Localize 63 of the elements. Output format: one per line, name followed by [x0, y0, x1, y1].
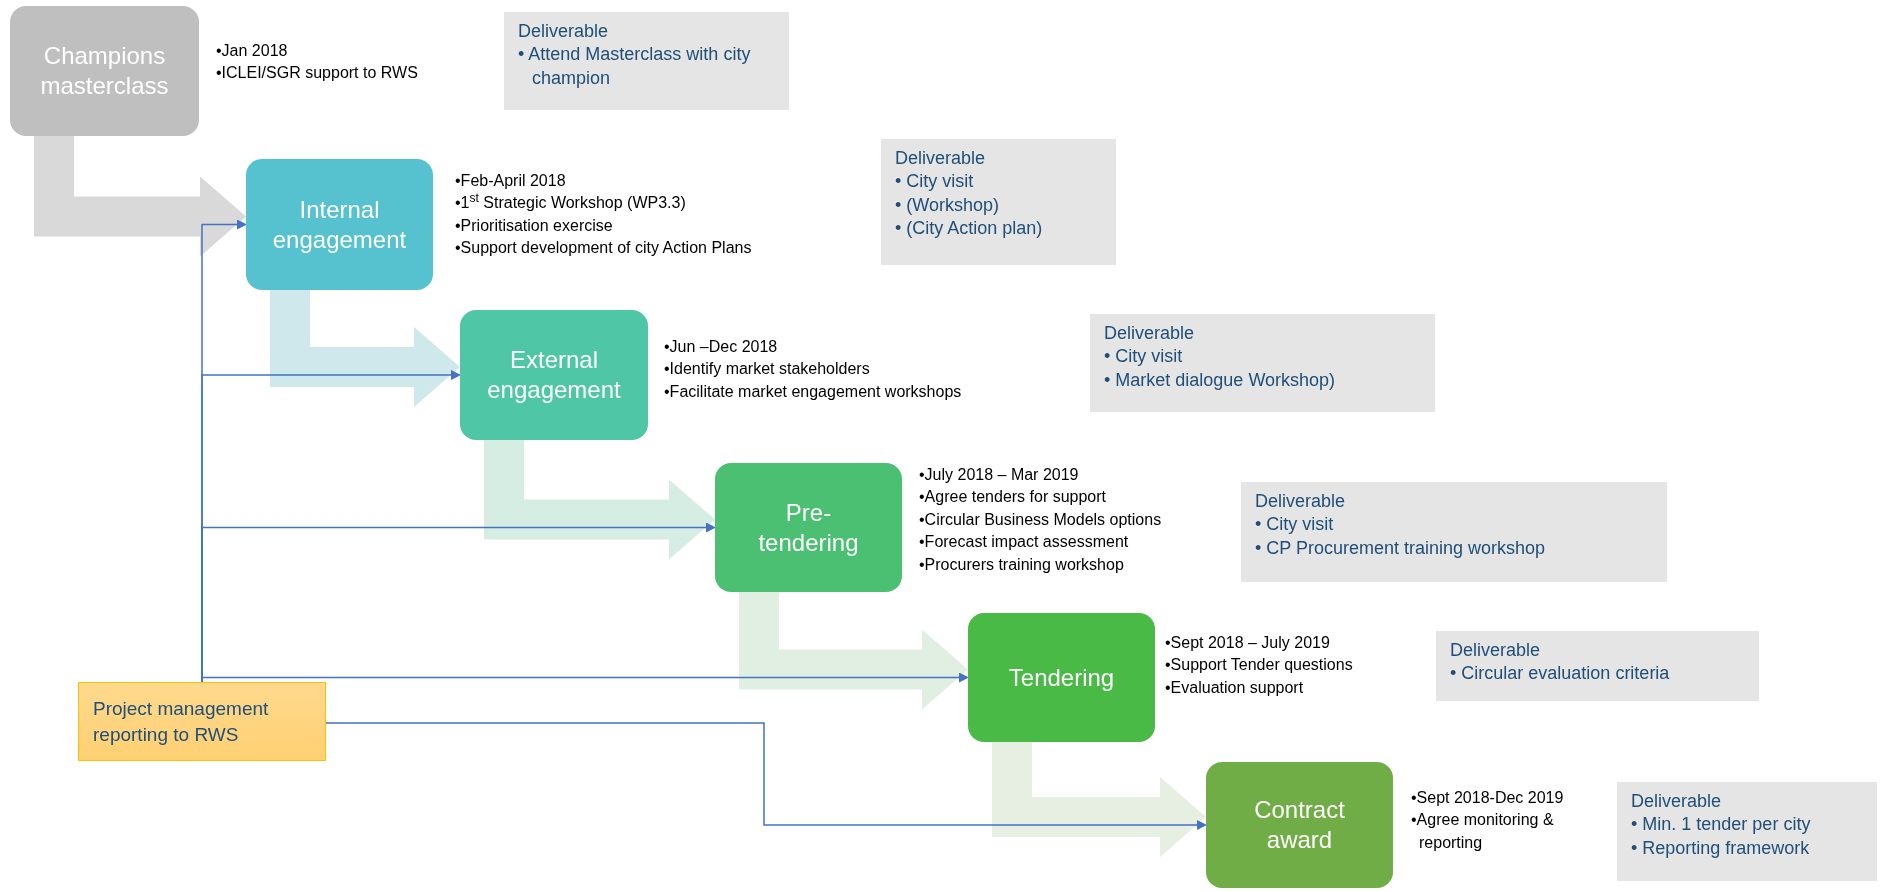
deliverable-box — [1241, 482, 1667, 582]
bullet-text: •Sept 2018-Dec 2019 — [1411, 788, 1565, 808]
bullet-text: •Circular Business Models options — [919, 509, 1163, 530]
stage-title: Pre- tendering — [757, 497, 860, 558]
stage-box — [460, 310, 648, 440]
stage-box — [10, 6, 199, 136]
flow-arrow — [739, 592, 968, 710]
stage-box — [715, 463, 902, 592]
bullet-text: •Identify market stakeholders — [664, 359, 871, 380]
bullet-text: •Agree tenders for support — [919, 487, 1108, 508]
stage-title: External engagement — [486, 345, 622, 405]
bullet-text: •Feb-April 2018 — [455, 171, 567, 191]
bullet-text: •Support Tender questions — [1165, 655, 1354, 676]
deliverable-item: • CP Procurement training workshop — [1255, 536, 1547, 560]
flow-arrow — [992, 742, 1206, 857]
deliverable-item: • Attend Masterclass with city champion — [518, 43, 752, 90]
note-text: Project management reporting to RWS — [93, 696, 270, 747]
deliverable-heading: Deliverable — [1450, 639, 1542, 662]
bullet-text: •Jan 2018 — [216, 41, 289, 61]
deliverable-heading: Deliverable — [518, 20, 610, 43]
bullet-text: •Agree monitoring & reporting — [1411, 810, 1555, 853]
flow-arrow — [270, 290, 460, 407]
deliverable-box — [1436, 631, 1759, 701]
bullet-text: •July 2018 – Mar 2019 — [919, 465, 1080, 485]
deliverable-item: • Market dialogue Workshop) — [1104, 368, 1337, 392]
stage-title: Internal engagement — [271, 194, 408, 255]
stage-title: Champions masterclass — [39, 41, 170, 101]
flow-arrow — [484, 440, 715, 560]
stage-box — [968, 613, 1155, 742]
deliverable-box — [1617, 782, 1877, 881]
bullet-text: •1$^{st}$ Strategic Workshop (WP3.3) — [455, 192, 687, 214]
bullet-text: •Procurers training workshop — [919, 554, 1125, 575]
deliverable-item: • Reporting framework — [1631, 836, 1811, 860]
bullet-text: •Facilitate market engagement workshops — [664, 381, 963, 402]
connector-arrow — [201, 672, 969, 683]
deliverable-item: • City visit — [895, 170, 975, 194]
note-box — [78, 682, 326, 761]
bullet-text: •ICLEI/SGR support to RWS — [216, 63, 419, 84]
bullet-text: •Jun –Dec 2018 — [664, 337, 779, 357]
stage-title: Tendering — [1008, 662, 1115, 693]
deliverable-heading: Deliverable — [1631, 790, 1723, 813]
deliverable-item: • Circular evaluation criteria — [1450, 662, 1671, 686]
deliverable-box — [504, 12, 789, 110]
deliverable-heading: Deliverable — [895, 147, 987, 170]
bullet-text: •Sept 2018 – July 2019 — [1165, 633, 1331, 653]
deliverable-item: • (Workshop) — [895, 193, 1000, 217]
deliverable-item: • Min. 1 tender per city — [1631, 813, 1812, 837]
deliverable-heading: Deliverable — [1104, 322, 1196, 345]
bullet-text: •Support development of city Action Plans — [455, 238, 753, 259]
connector-arrow — [325, 722, 1207, 830]
deliverable-heading: Deliverable — [1255, 490, 1347, 513]
bullet-text: •Prioritisation exercise — [455, 215, 614, 236]
bullet-text: •Evaluation support — [1165, 677, 1305, 698]
deliverable-item: • City visit — [1255, 513, 1335, 537]
bullet-text: •Forecast impact assessment — [919, 532, 1130, 553]
flow-arrow — [34, 136, 246, 257]
deliverable-item: • City visit — [1104, 345, 1184, 369]
deliverable-box — [881, 139, 1116, 265]
stage-box — [246, 159, 433, 290]
deliverable-box — [1090, 314, 1435, 412]
stage-box — [1206, 762, 1393, 888]
stage-title: Contract award — [1253, 795, 1346, 855]
deliverable-item: • (City Action plan) — [895, 217, 1044, 241]
